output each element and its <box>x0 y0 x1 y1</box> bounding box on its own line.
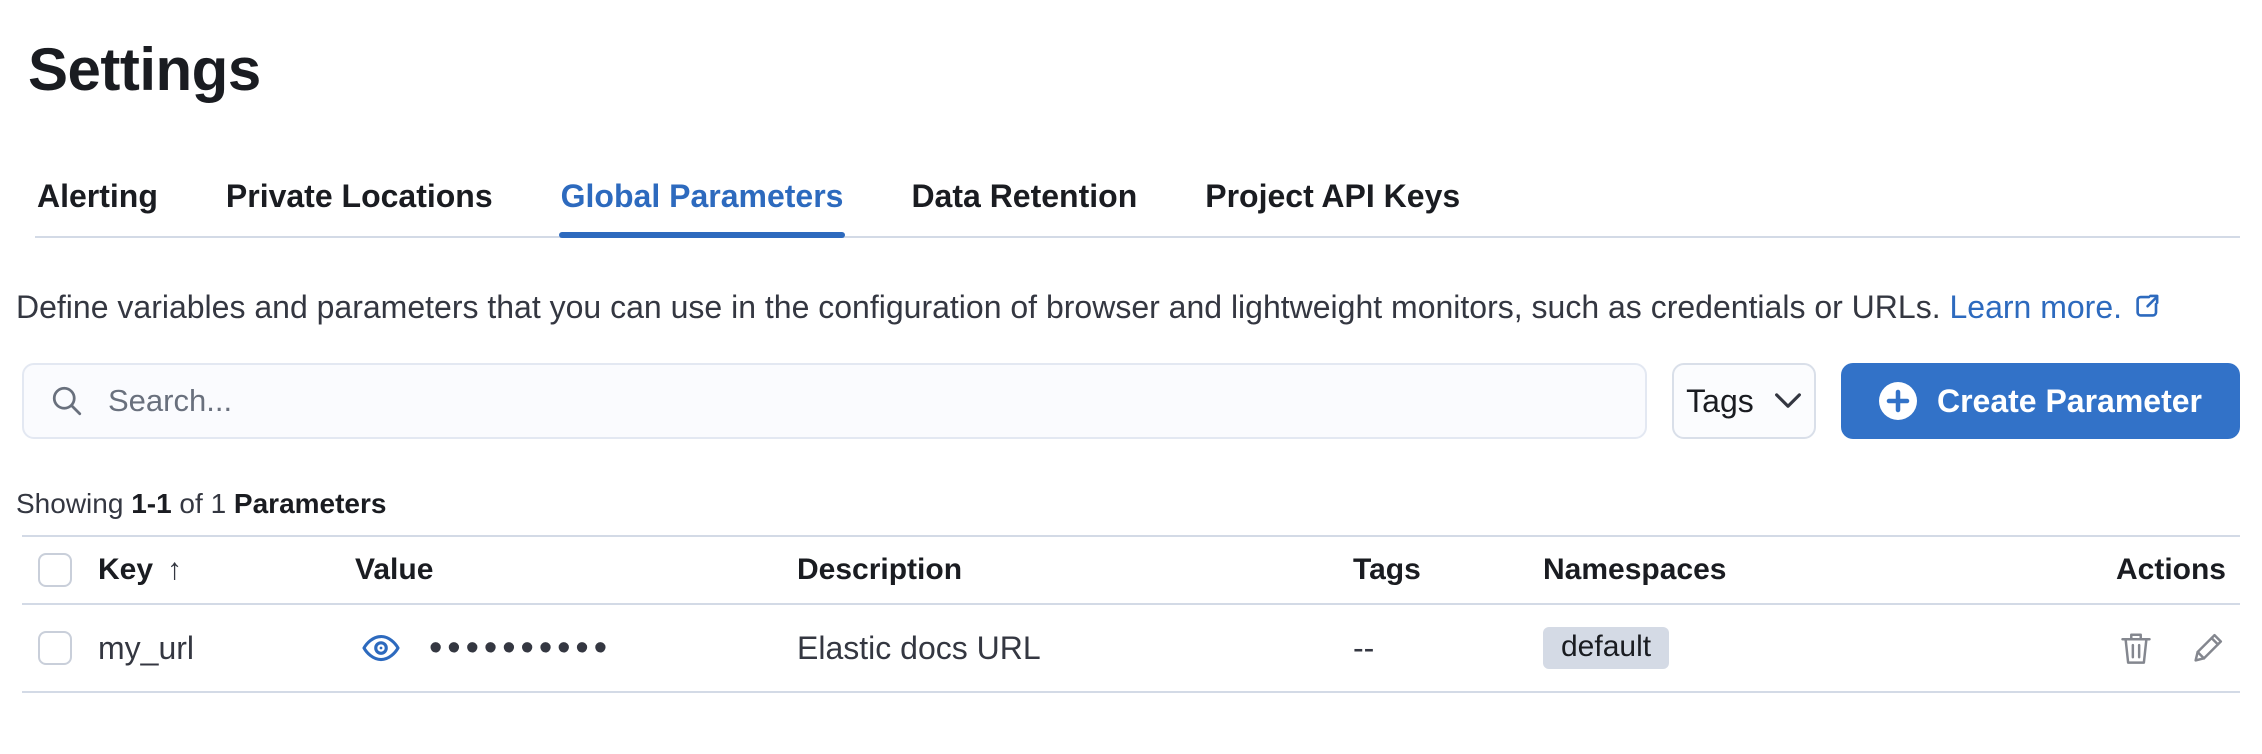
parameters-toolbar: Tags Create Parameter <box>22 363 2240 439</box>
summary-range: 1-1 <box>131 488 172 519</box>
masked-value: •••••••••• <box>429 627 613 669</box>
eye-icon <box>362 634 400 662</box>
namespace-badge: default <box>1543 627 1670 669</box>
delete-parameter-button[interactable] <box>2118 628 2154 668</box>
intro-description: Define variables and parameters that you… <box>16 289 1941 325</box>
chevron-down-icon <box>1774 393 1801 408</box>
edit-parameter-button[interactable] <box>2190 630 2226 666</box>
summary-entity: Parameters <box>233 488 387 519</box>
settings-tabs: Alerting Private Locations Global Parame… <box>35 178 2240 238</box>
cell-actions <box>2003 628 2240 668</box>
tab-alerting[interactable]: Alerting <box>37 178 158 214</box>
trash-icon <box>2121 633 2151 664</box>
header-key[interactable]: Key ↑ <box>98 553 183 586</box>
plus-in-circle-icon <box>1878 382 1917 420</box>
cell-value: •••••••••• <box>355 628 797 668</box>
select-all-checkbox[interactable] <box>38 553 72 587</box>
results-summary: Showing 1-1 of 1 Parameters <box>16 488 387 519</box>
search-icon <box>52 386 82 416</box>
pencil-icon <box>2194 633 2223 662</box>
cell-tags: -- <box>1353 629 1375 666</box>
table-row: my_url •••••••••• Elastic docs URL -- de… <box>22 605 2240 693</box>
tab-data-retention[interactable]: Data Retention <box>911 178 1138 214</box>
row-checkbox[interactable] <box>38 631 72 665</box>
page-title: Settings <box>28 36 261 103</box>
external-link-icon <box>2132 287 2162 333</box>
tab-private-locations[interactable]: Private Locations <box>225 178 493 214</box>
intro-text: Define variables and parameters that you… <box>16 284 2232 333</box>
search-input[interactable] <box>106 382 1619 420</box>
header-description: Description <box>797 553 963 586</box>
search-box[interactable] <box>22 363 1647 439</box>
reveal-value-button[interactable] <box>361 628 401 668</box>
cell-key: my_url <box>98 629 195 666</box>
cell-description: Elastic docs URL <box>797 629 1041 666</box>
tab-project-api-keys[interactable]: Project API Keys <box>1205 178 1461 214</box>
header-namespaces: Namespaces <box>1543 553 1727 586</box>
cell-namespaces: default <box>1543 627 2003 669</box>
tags-filter-button[interactable]: Tags <box>1671 363 1816 439</box>
header-actions: Actions <box>2115 553 2226 586</box>
tab-global-parameters[interactable]: Global Parameters <box>558 178 846 238</box>
sort-ascending-icon: ↑ <box>167 553 183 586</box>
table-top-divider <box>22 535 2240 537</box>
table-header-row: Key ↑ Value Description Tags Namespaces … <box>22 537 2240 605</box>
learn-more-link[interactable]: Learn more. <box>1949 289 2162 325</box>
parameters-table: Key ↑ Value Description Tags Namespaces … <box>22 537 2240 693</box>
create-parameter-button[interactable]: Create Parameter <box>1840 363 2240 439</box>
header-value: Value <box>355 553 434 586</box>
header-tags: Tags <box>1353 553 1421 586</box>
settings-page: Settings Alerting Private Locations Glob… <box>16 36 2240 693</box>
